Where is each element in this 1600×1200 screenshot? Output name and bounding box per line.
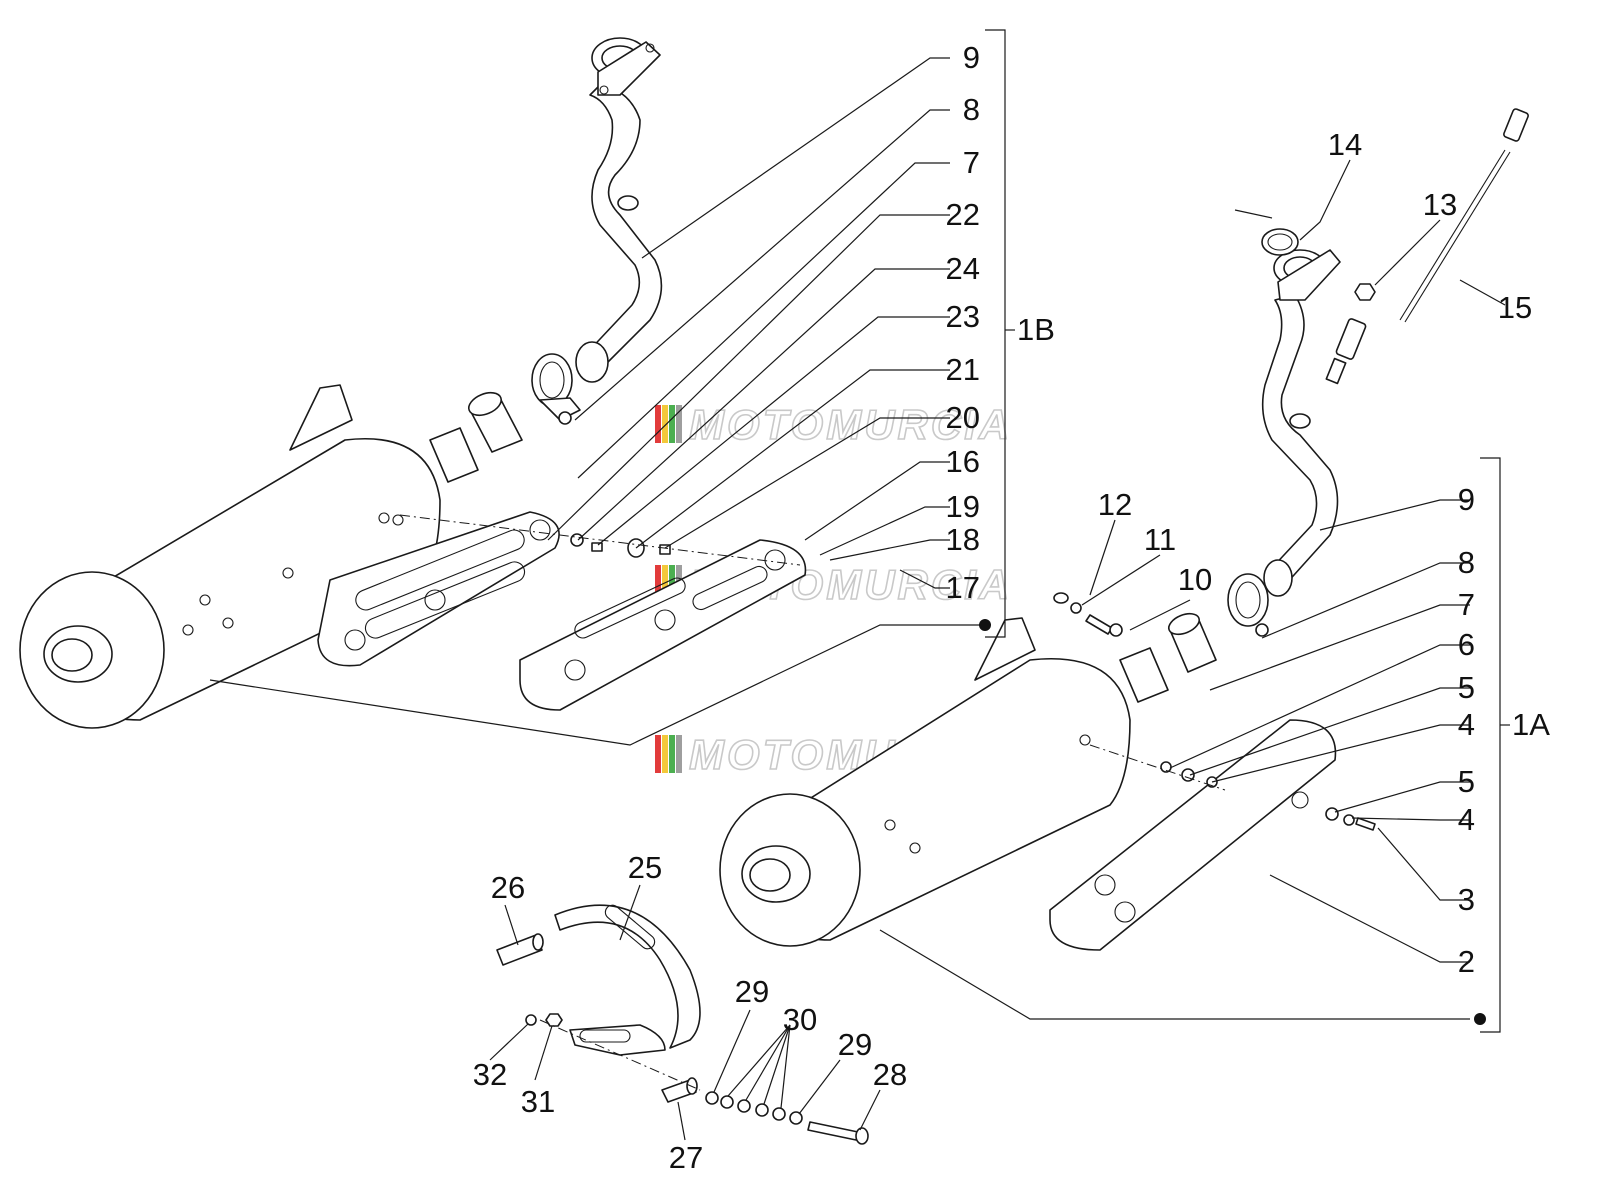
group-end-dot-1a bbox=[1474, 1013, 1486, 1025]
gasket-sleeve-right bbox=[1167, 612, 1217, 673]
washer bbox=[525, 1014, 537, 1026]
watermark-text: MOTOMURCIA bbox=[689, 401, 1012, 448]
exhaust-header-pipe-left bbox=[575, 37, 663, 383]
callout-1a-2: 2 bbox=[1458, 944, 1475, 979]
heat-shield-left bbox=[519, 539, 807, 711]
callout-15: 15 bbox=[1498, 290, 1532, 325]
nut bbox=[545, 1013, 563, 1027]
heat-shield-bracket-left bbox=[317, 511, 560, 667]
callout-1b-24: 24 bbox=[946, 251, 980, 286]
washers-stack bbox=[705, 1091, 803, 1125]
callout-1b-20: 20 bbox=[946, 400, 980, 435]
o-ring bbox=[1261, 228, 1299, 256]
pin bbox=[496, 933, 544, 966]
callout-1a-9: 9 bbox=[1458, 482, 1475, 517]
callout-1b-18: 18 bbox=[946, 522, 980, 557]
callout-1b-17: 17 bbox=[946, 570, 980, 605]
exhaust-clamp-left bbox=[531, 353, 581, 425]
callout-10: 10 bbox=[1178, 562, 1212, 597]
callout-12: 12 bbox=[1098, 487, 1132, 522]
callout-29a: 29 bbox=[735, 974, 769, 1009]
callout-1b-9: 9 bbox=[963, 40, 980, 75]
callout-1a-3: 3 bbox=[1458, 882, 1475, 917]
callout-11: 11 bbox=[1144, 522, 1176, 557]
callout-27: 27 bbox=[669, 1140, 703, 1175]
assembly-axis-bracket bbox=[539, 1019, 701, 1091]
callout-26: 26 bbox=[491, 870, 525, 905]
muffler-left bbox=[19, 384, 479, 729]
callout-1a-5: 5 bbox=[1458, 670, 1475, 705]
callout-1a-5b: 5 bbox=[1458, 764, 1475, 799]
callout-32: 32 bbox=[473, 1057, 507, 1092]
watermark-1: MOTOMURCIA bbox=[655, 400, 1012, 449]
callout-31: 31 bbox=[521, 1084, 555, 1119]
group-label-1b: 1B bbox=[1017, 312, 1055, 347]
callout-1b-21: 21 bbox=[946, 352, 980, 387]
callout-1b-16: 16 bbox=[946, 444, 980, 479]
callout-1b-19: 19 bbox=[946, 489, 980, 524]
gasket-sleeve-left bbox=[467, 391, 523, 453]
group-end-dot-1b bbox=[979, 619, 991, 631]
o-ring-inner bbox=[1267, 233, 1293, 251]
lambda-sensor bbox=[1325, 108, 1529, 385]
callout-1a-6: 6 bbox=[1458, 627, 1475, 662]
bolt bbox=[807, 1121, 869, 1145]
spacer bbox=[661, 1077, 698, 1103]
assembly-axis-right bbox=[1089, 744, 1226, 791]
callout-14: 14 bbox=[1328, 127, 1362, 162]
muffler-strap-bracket bbox=[554, 904, 701, 1056]
callout-1b-7: 7 bbox=[963, 145, 980, 180]
callout-1a-8: 8 bbox=[1458, 545, 1475, 580]
exhaust-clamp-right bbox=[1227, 573, 1269, 637]
muffler-right bbox=[719, 617, 1169, 947]
leader-lines bbox=[209, 29, 1510, 1141]
callout-28: 28 bbox=[873, 1057, 907, 1092]
callout-29b: 29 bbox=[838, 1027, 872, 1062]
nut bbox=[1354, 283, 1376, 301]
callout-1b-22: 22 bbox=[946, 197, 980, 232]
callout-1a-7: 7 bbox=[1458, 587, 1475, 622]
exhaust-header-pipe-right bbox=[1261, 249, 1341, 597]
callout-30: 30 bbox=[783, 1002, 817, 1037]
fasteners-left bbox=[570, 533, 671, 558]
callout-1a-4b: 4 bbox=[1458, 802, 1475, 837]
callout-1b-23: 23 bbox=[946, 299, 980, 334]
group-label-1a: 1A bbox=[1512, 707, 1550, 742]
assembly-axis-left bbox=[399, 514, 801, 566]
callout-1a-4: 4 bbox=[1458, 707, 1475, 742]
callout-1b-8: 8 bbox=[963, 92, 980, 127]
callout-25: 25 bbox=[628, 850, 662, 885]
callout-13: 13 bbox=[1423, 187, 1457, 222]
heat-shield-right bbox=[1049, 719, 1337, 951]
